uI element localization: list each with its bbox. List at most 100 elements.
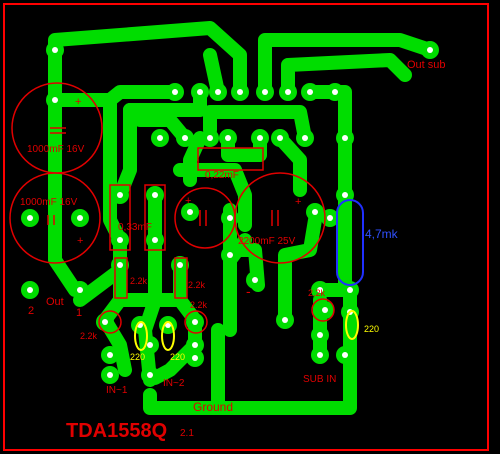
board-outline xyxy=(3,3,489,451)
res-outline-2 xyxy=(174,257,188,299)
label-r1: 2.2k xyxy=(130,276,148,286)
pad-hole xyxy=(262,89,268,95)
component-outlines xyxy=(9,82,335,334)
plus-b: + xyxy=(77,235,83,247)
label-c-033: 0,33mF xyxy=(118,222,152,233)
pad-hole xyxy=(52,97,58,103)
pad-hole xyxy=(107,372,113,378)
cap-outline-033a xyxy=(109,184,131,251)
label-out-sub: Out sub xyxy=(407,59,446,71)
label-c-022: 0,22mF xyxy=(205,170,239,181)
label-c-mid-left: 1000mF 16V xyxy=(20,197,78,208)
pad-hole xyxy=(27,215,33,221)
pad-hole xyxy=(342,192,348,198)
pad-hole xyxy=(157,135,163,141)
pad-hole xyxy=(342,352,348,358)
label-in1: IN~1 xyxy=(106,385,128,396)
pad-hole xyxy=(192,355,198,361)
pad-hole xyxy=(207,135,213,141)
pad-hole xyxy=(182,135,188,141)
pad-hole xyxy=(237,89,243,95)
ring-1 xyxy=(98,310,122,334)
small-caps xyxy=(134,310,359,351)
pad-hole xyxy=(172,89,178,95)
pad-hole xyxy=(227,252,233,258)
pad-hole xyxy=(252,277,258,283)
res-outline-1 xyxy=(114,257,128,299)
pad-hole xyxy=(347,287,353,293)
pad-hole xyxy=(215,89,221,95)
pad-hole xyxy=(317,332,323,338)
minus: - xyxy=(246,283,251,299)
pad-hole xyxy=(107,352,113,358)
pad-hole xyxy=(117,262,123,268)
pad-hole xyxy=(187,209,193,215)
pad-hole xyxy=(77,215,83,221)
pad-hole xyxy=(285,89,291,95)
label-y2: 220 xyxy=(170,352,185,362)
pad-hole xyxy=(117,237,123,243)
pad-hole xyxy=(177,262,183,268)
cap-outline-033b xyxy=(144,184,166,251)
pad-hole xyxy=(152,237,158,243)
cap-outline-022 xyxy=(197,147,264,171)
pad-hole xyxy=(257,135,263,141)
label-r4: 2.2k xyxy=(80,331,98,341)
pad-hole xyxy=(227,215,233,221)
plus-a: + xyxy=(75,96,81,108)
label-subtitle: 2.1 xyxy=(180,428,194,439)
pad-hole xyxy=(52,47,58,53)
pad-hole xyxy=(427,47,433,53)
label-r6: 2,2k xyxy=(308,288,326,298)
label-c-2200: 2200mF 25V xyxy=(238,236,296,247)
label-r2: 2.2k xyxy=(188,280,206,290)
pad-hole xyxy=(77,287,83,293)
label-y1: 220 xyxy=(130,352,145,362)
yellow-cap-2 xyxy=(161,321,175,351)
pad-hole xyxy=(322,307,328,313)
pad-hole xyxy=(27,287,33,293)
solder-pads xyxy=(21,41,439,384)
label-y3: 220 xyxy=(364,324,379,334)
inductor-outline xyxy=(336,199,364,286)
pad-hole xyxy=(102,319,108,325)
cap-outline-mid-left xyxy=(9,172,101,264)
pad-hole xyxy=(147,342,153,348)
pad-hole xyxy=(147,372,153,378)
pad-hole xyxy=(192,319,198,325)
pad-hole xyxy=(117,192,123,198)
pad-hole xyxy=(342,135,348,141)
label-sub-in: SUB IN xyxy=(303,374,336,385)
pad-hole xyxy=(192,342,198,348)
label-in2: IN~2 xyxy=(163,378,185,389)
pad-hole xyxy=(225,135,231,141)
pad-hole xyxy=(197,89,203,95)
pad-hole xyxy=(277,135,283,141)
pad-hole xyxy=(302,135,308,141)
label-pin1: 1 xyxy=(76,307,82,319)
pad-hole xyxy=(332,89,338,95)
pad-hole xyxy=(327,215,333,221)
yellow-cap-1 xyxy=(134,321,148,351)
cap-outline-2200 xyxy=(234,172,326,264)
yellow-cap-3 xyxy=(345,310,359,340)
label-c-top-left: 1000mF 16V xyxy=(27,144,85,155)
label-inductor: 4,7mk xyxy=(365,227,399,241)
label-out: Out xyxy=(46,296,64,308)
ring-2 xyxy=(184,310,208,334)
silk-labels: Out sub 1000mF 16V 1000mF 16V 0,33mF 0,2… xyxy=(20,59,446,442)
pad-hole xyxy=(282,317,288,323)
pad-hole xyxy=(317,287,323,293)
pad-hole xyxy=(312,209,318,215)
label-title: TDA1558Q xyxy=(66,420,167,442)
label-r3: 2.2k xyxy=(190,300,208,310)
pad-hole xyxy=(152,192,158,198)
plus-c: + xyxy=(185,195,191,207)
ring-3 xyxy=(311,298,335,322)
pad-hole xyxy=(307,89,313,95)
label-pin2: 2 xyxy=(28,305,34,317)
pad-hole xyxy=(317,352,323,358)
label-ground: Ground xyxy=(193,400,233,414)
plus-d: + xyxy=(295,196,301,208)
